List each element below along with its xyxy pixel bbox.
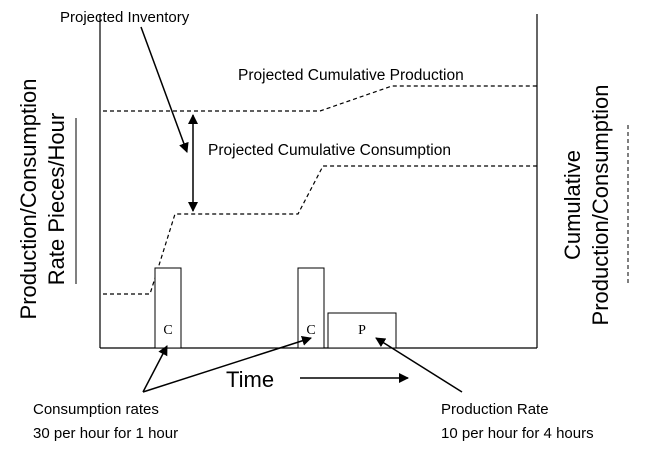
- consumption-pointer-2: [142, 335, 312, 393]
- consumption-pointer-1: [142, 345, 168, 393]
- projected-inventory-label: Projected Inventory: [60, 9, 190, 26]
- consumption-bar-2: [297, 267, 325, 349]
- projected-production-label: Projected Cumulative Production: [238, 67, 464, 84]
- production-pointer: [375, 337, 463, 393]
- projected-production-line: [103, 85, 537, 112]
- consumption-bar-1-label: C: [163, 323, 172, 338]
- projected-consumption-line: [103, 165, 537, 295]
- right-axis-label-line2: Production/Consumption: [588, 85, 613, 326]
- production-note-line1: Production Rate: [441, 401, 549, 418]
- left-axis-label-line1: Production/Consumption: [16, 79, 41, 320]
- consumption-bar-2-label: C: [306, 323, 315, 338]
- x-axis-label: Time: [226, 367, 274, 392]
- consumption-note-line1: Consumption rates: [33, 401, 159, 418]
- projected-inventory-pointer: [140, 26, 189, 153]
- consumption-bar-1: [154, 267, 182, 349]
- projected-consumption-label: Projected Cumulative Consumption: [208, 142, 451, 159]
- production-note-line2: 10 per hour for 4 hours: [441, 425, 594, 442]
- left-axis-label-line2: Rate Pieces/Hour: [44, 113, 69, 285]
- right-axis-label-line1: Cumulative: [560, 150, 585, 260]
- production-bar-label: P: [358, 323, 366, 338]
- consumption-note-line2: 30 per hour for 1 hour: [33, 425, 178, 442]
